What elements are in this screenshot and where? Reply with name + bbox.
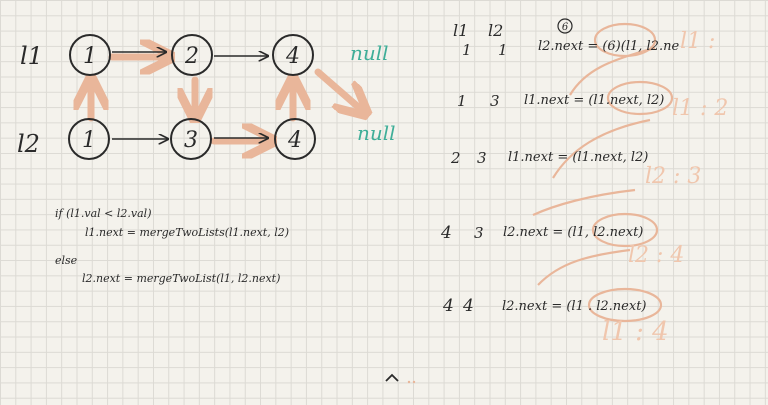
trace-circle-5 bbox=[587, 287, 663, 323]
node-l1-4-value: 4 bbox=[285, 44, 300, 69]
null-label-l2: null bbox=[357, 121, 396, 145]
trace-row-4-a: 4 bbox=[440, 223, 452, 243]
node-l2-3 bbox=[170, 118, 212, 160]
trace-row-1-b: 1 bbox=[498, 41, 508, 59]
trace-arrow-2 bbox=[552, 118, 651, 179]
linked-list-diagram: l1 l2 1 2 4 bbox=[17, 34, 396, 160]
trace-arrow-3 bbox=[532, 188, 636, 217]
chevron-up-icon[interactable] bbox=[385, 373, 416, 384]
trace-arrow-4 bbox=[537, 248, 631, 286]
node-l1-2-value: 2 bbox=[184, 44, 199, 69]
trace-row-3-a: 2 bbox=[450, 149, 461, 167]
trace-row-4-b: 3 bbox=[474, 224, 484, 242]
trace-circled-number-ring bbox=[557, 18, 573, 34]
trace-flow-arrows bbox=[532, 22, 674, 323]
code-line-3: else bbox=[55, 254, 78, 267]
code-line-2: l1.next = mergeTwoLists(l1.next, l2) bbox=[85, 226, 289, 239]
trace-note-2: l1 : 2 bbox=[672, 96, 728, 121]
trace-row-5-b: 4 bbox=[462, 296, 474, 316]
node-l1-2 bbox=[171, 34, 213, 76]
trace-circle-2 bbox=[606, 80, 674, 116]
node-l2-4-value: 4 bbox=[287, 128, 302, 153]
trace-arrow-1 bbox=[569, 46, 656, 96]
merge-path-arrows bbox=[91, 57, 364, 141]
node-l1-1 bbox=[69, 34, 111, 76]
node-l2-1-value: 1 bbox=[82, 128, 96, 153]
code-line-4: l2.next = mergeTwoList(l1, l2.next) bbox=[82, 272, 280, 285]
trace-row-2-b: 3 bbox=[490, 92, 500, 110]
list-links bbox=[112, 52, 268, 139]
trace-row-4-expr: l2.next = (l1, l2.next) bbox=[503, 225, 643, 240]
trace-circle-1 bbox=[593, 22, 657, 58]
node-l1-4 bbox=[272, 34, 314, 76]
trace-note-1: l1 : bbox=[680, 29, 715, 54]
trace-row-2-a: 1 bbox=[457, 92, 467, 110]
trace-row-1-a: 1 bbox=[462, 41, 472, 59]
node-l2-1 bbox=[68, 118, 110, 160]
code-line-1: if (l1.val < l2.val) bbox=[55, 207, 152, 220]
row-label-l1: l1 bbox=[20, 42, 43, 70]
trace-row-3-expr: l1.next = (l1.next, l2) bbox=[508, 150, 648, 165]
null-label-l1: null bbox=[350, 41, 389, 65]
row-label-l2: l2 bbox=[17, 130, 40, 158]
node-l1-1-value: 1 bbox=[83, 44, 97, 69]
trace-row-3-b: 3 bbox=[477, 149, 487, 167]
node-l2-3-value: 3 bbox=[184, 128, 198, 153]
trace-note-4: l2 : 4 bbox=[628, 243, 684, 268]
recursion-trace: l1 l2 6 1 1 l2.next = (6)(l1, l2.ne 1 3 … bbox=[440, 18, 728, 347]
merge-arrow-4-to-null bbox=[314, 68, 364, 112]
trace-note-3: l2 : 3 bbox=[645, 164, 701, 189]
trace-note-5: l1 : 4 bbox=[602, 317, 669, 347]
trace-row-2-expr: l1.next = (l1.next, l2) bbox=[524, 93, 664, 108]
node-l2-4 bbox=[274, 118, 316, 160]
recursion-code: if (l1.val < l2.val) l1.next = mergeTwoL… bbox=[55, 207, 289, 285]
trace-row-5-expr: l2.next = (l1 . l2.next) bbox=[502, 299, 647, 314]
trace-row-5-a: 4 bbox=[442, 296, 454, 316]
trace-head-l1: l1 bbox=[453, 21, 468, 40]
trace-circle-4 bbox=[591, 212, 659, 248]
trace-head-l2: l2 bbox=[488, 21, 503, 40]
trace-circled-number: 6 bbox=[562, 22, 569, 33]
trace-row-1-expr: l2.next = (6)(l1, l2.ne bbox=[538, 39, 679, 54]
